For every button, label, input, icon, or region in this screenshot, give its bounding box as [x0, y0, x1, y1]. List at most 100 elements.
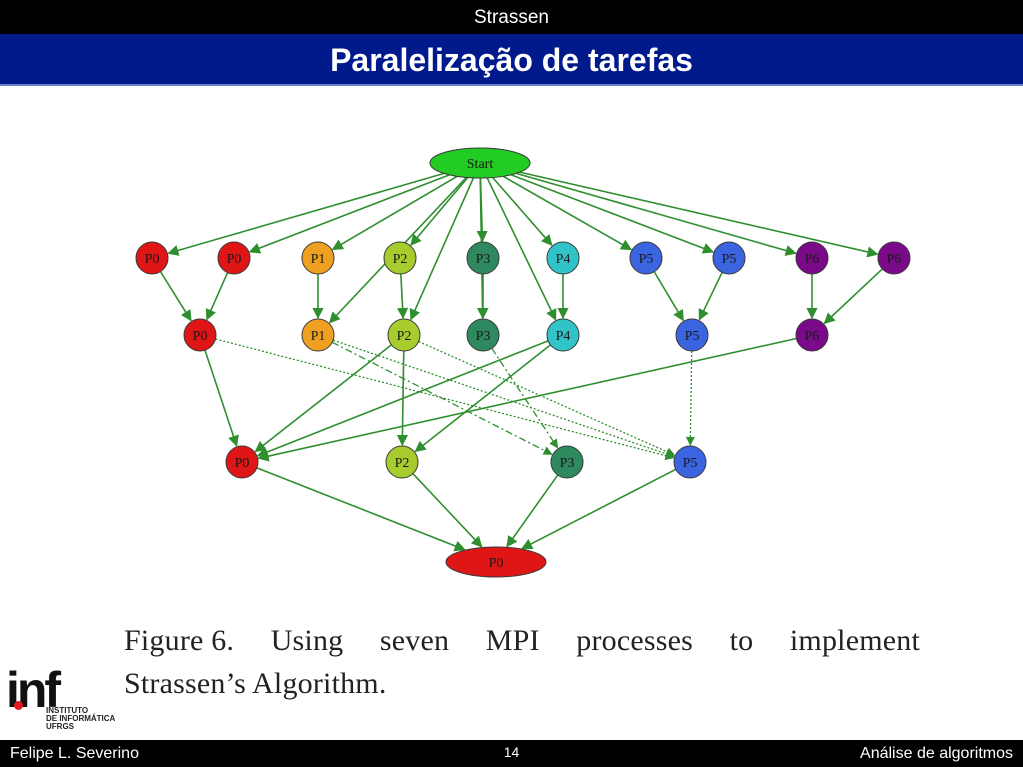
node-shape: [466, 318, 500, 352]
node-label: P6: [805, 329, 820, 344]
edge-b5-to-c3: [685, 350, 695, 446]
footer-author: Felipe L. Severino: [10, 745, 139, 762]
node-b1: P1: [301, 318, 335, 352]
node-shape: [675, 318, 709, 352]
node-shape: [225, 445, 259, 479]
node-shape: [466, 241, 500, 275]
caption-word: implement: [789, 624, 920, 657]
edge-start-to-a2: [331, 175, 458, 251]
edge-start-to-a3: [410, 177, 469, 246]
edge-c0-to-end: [256, 467, 466, 552]
node-shape: [795, 318, 829, 352]
section-header: Strassen: [0, 0, 1023, 34]
inf-ufrgs-logo: inf INSTITUTO DE INFORMÁTICA UFRGS: [6, 665, 136, 735]
edge-start-to-a1: [248, 174, 450, 254]
edge-start-to-b4: [486, 177, 557, 321]
node-shape: [629, 241, 663, 275]
node-shape: [546, 241, 580, 275]
node-a3: P2: [383, 241, 417, 275]
node-shape: [387, 318, 421, 352]
node-shape: [673, 445, 707, 479]
node-shape: [183, 318, 217, 352]
node-label: P0: [235, 456, 250, 471]
caption-word: Figure 6.: [124, 624, 235, 657]
caption-word: processes: [576, 624, 694, 657]
node-label: P4: [556, 329, 571, 344]
node-shape: [385, 445, 419, 479]
node-label: P3: [560, 456, 575, 471]
node-a4: P3: [466, 241, 500, 275]
edge-c3-to-end: [521, 468, 677, 550]
node-a5: P4: [546, 241, 580, 275]
caption-word: seven: [379, 624, 450, 657]
node-label: P2: [393, 252, 408, 267]
node-a8: P6: [795, 241, 829, 275]
edge-c1-to-end: [412, 473, 483, 548]
edge-start-to-a0: [167, 172, 445, 256]
node-label: P5: [722, 252, 737, 267]
edge-b0-to-c0: [204, 349, 239, 447]
node-a7: P5: [712, 241, 746, 275]
edge-start-to-a9: [519, 171, 879, 258]
node-label: P0: [193, 329, 208, 344]
node-shape: [712, 241, 746, 275]
node-shape: [217, 241, 251, 275]
footer-course: Análise de algoritmos: [860, 745, 1013, 762]
node-a9: P6: [877, 241, 911, 275]
edge-a6-to-b5: [653, 271, 684, 322]
node-label: P5: [639, 252, 654, 267]
node-shape: [383, 241, 417, 275]
node-label: P6: [805, 252, 820, 267]
node-b2: P2: [387, 318, 421, 352]
edge-a9-to-b6: [823, 268, 883, 325]
edge-b6-to-c0: [257, 337, 797, 462]
node-b5: P5: [675, 318, 709, 352]
node-c2: P3: [550, 445, 584, 479]
node-label: P4: [556, 252, 571, 267]
edge-a0-to-b0: [159, 271, 192, 322]
edge-a1-to-b0: [205, 272, 229, 321]
node-end: P0: [445, 546, 547, 578]
node-label: P5: [683, 456, 698, 471]
node-label: P6: [887, 252, 902, 267]
footer-page-number: 14: [503, 744, 520, 760]
slide-title: Paralelização de tarefas: [0, 34, 1023, 86]
node-shape: [135, 241, 169, 275]
node-shape: [429, 147, 531, 179]
edge-b1-to-c3: [332, 339, 675, 459]
node-label: P3: [476, 329, 491, 344]
edge-b3-to-c2: [491, 347, 559, 449]
node-label: P0: [145, 252, 160, 267]
node-c1: P2: [385, 445, 419, 479]
edge-a7-to-b5: [698, 272, 723, 321]
logo-dot-icon: [14, 701, 23, 710]
node-shape: [301, 318, 335, 352]
node-b0: P0: [183, 318, 217, 352]
node-b3: P3: [466, 318, 500, 352]
node-label: P2: [397, 329, 412, 344]
node-shape: [550, 445, 584, 479]
edge-b2-to-c0: [254, 344, 392, 453]
node-label: Start: [467, 157, 494, 172]
node-start: Start: [429, 147, 531, 179]
edge-b2-to-c1: [396, 350, 409, 447]
edge-start-to-a7: [510, 174, 715, 254]
caption-word: Using: [270, 624, 344, 657]
node-shape: [546, 318, 580, 352]
edge-start-to-a5: [492, 176, 553, 247]
node-label: P3: [476, 252, 491, 267]
edge-b2-to-c3: [418, 340, 676, 456]
node-a6: P5: [629, 241, 663, 275]
node-label: P0: [227, 252, 242, 267]
node-c0: P0: [225, 445, 259, 479]
node-a1: P0: [217, 241, 251, 275]
edge-b4-to-c1: [414, 344, 551, 453]
node-b4: P4: [546, 318, 580, 352]
figure-caption-line-2: Strassen’s Algorithm.: [124, 667, 387, 700]
node-label: P0: [489, 556, 504, 571]
node-label: P1: [311, 252, 326, 267]
edge-a3-to-b2: [397, 273, 409, 320]
edge-b0-to-c3: [215, 338, 675, 461]
